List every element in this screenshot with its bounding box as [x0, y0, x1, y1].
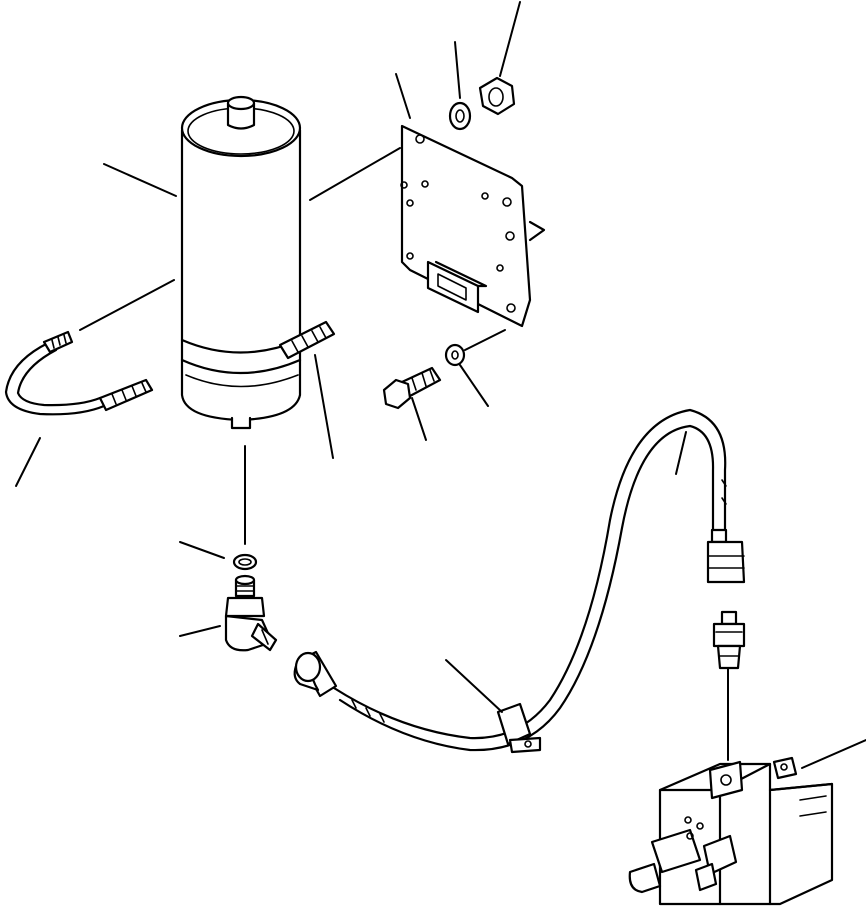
hex-bolt [382, 366, 442, 410]
leader-band-stud [314, 354, 334, 459]
leader-hose [675, 431, 687, 475]
accumulator-cylinder [180, 95, 302, 430]
leader-u-bolt [15, 437, 41, 487]
leader-valve-block [801, 739, 866, 769]
leader-washer-link [464, 329, 506, 351]
valve-block [628, 756, 834, 906]
leader-elbow [179, 625, 221, 637]
leader-bolt [411, 397, 427, 441]
leader-accumulator [103, 163, 177, 197]
leader-u-bolt-link [79, 279, 175, 331]
leader-clamp [445, 659, 503, 713]
leader-washer-upper [454, 41, 461, 99]
hose-clamp [496, 702, 542, 754]
band-stud [278, 320, 336, 360]
mounting-bracket [400, 124, 546, 328]
leader-bracket-link [309, 147, 401, 201]
leader-o-ring [179, 541, 225, 559]
washer-upper [448, 101, 472, 131]
hydraulic-hose [293, 408, 746, 752]
elbow-fitting [224, 574, 278, 652]
hex-nut-upper [478, 76, 516, 116]
leader-bracket [395, 73, 411, 119]
washer-lower [444, 343, 466, 367]
o-ring [232, 553, 258, 571]
straight-connector [712, 610, 746, 670]
u-bolt [4, 330, 154, 416]
leader-lines [15, 1, 866, 769]
leader-washer-lower [459, 364, 489, 407]
leader-nut-upper [499, 1, 521, 77]
